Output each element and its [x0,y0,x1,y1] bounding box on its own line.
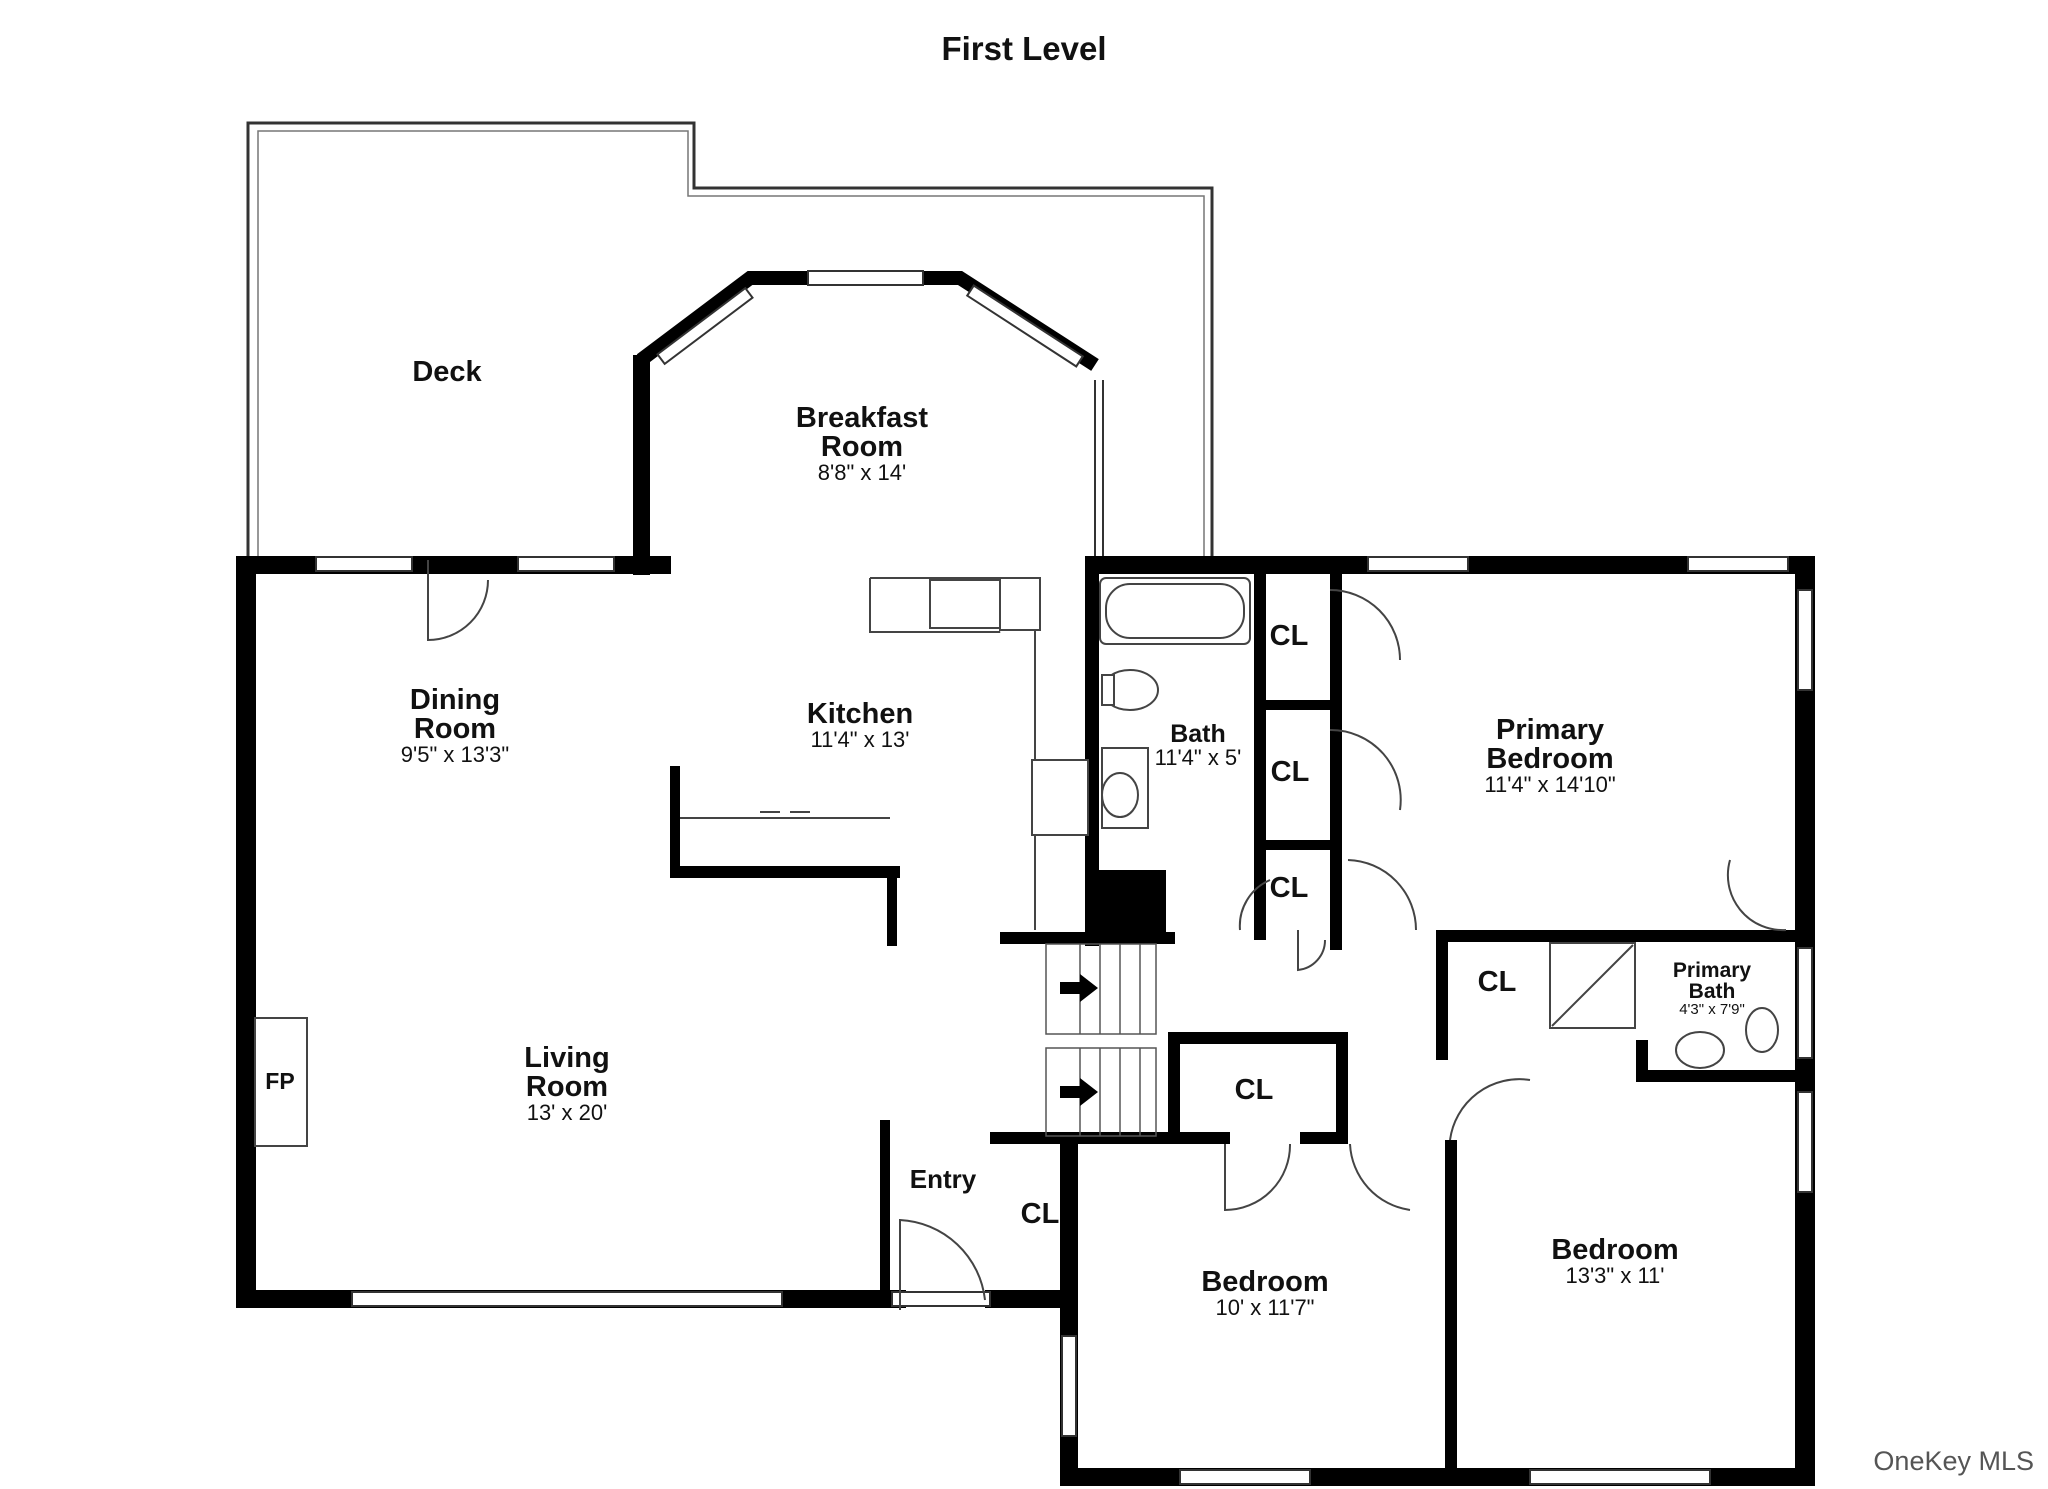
closet-label-5: CL [1234,1074,1274,1106]
bedroom-1-label: Bedroom 10' x 11'7" [1201,1266,1329,1320]
floor-title: First Level [941,30,1107,67]
primary-bath-label: Primary Bath 4'3" x 7'9" [1672,959,1752,1018]
interior-walls [670,556,1806,1486]
breakfast-room-label: Breakfast Room 8'8" x 14' [795,402,929,485]
fireplace-box [254,1017,308,1147]
dining-room-label: Dining Room 9'5" x 13'3" [400,684,510,767]
living-room-label: Living Room 13' x 20' [524,1042,610,1125]
stair-arrows [1060,974,1098,1106]
doors [427,560,1787,1310]
breakfast-bay-windows [656,270,1104,556]
closet-label-2: CL [1270,756,1310,788]
fireplace-label: FP [265,1068,295,1094]
deck-label: Deck [412,356,482,388]
closet-label-3: CL [1269,872,1309,904]
kitchen-counters [680,577,1089,930]
bedroom-2-label: Bedroom 13'3" x 11' [1551,1234,1679,1288]
exterior-walls [236,355,1815,1486]
kitchen-label: Kitchen 11'4" x 13' [806,698,914,752]
closet-label-6: CL [1020,1198,1060,1230]
bath-label: Bath 11'4" x 5' [1154,720,1242,770]
stairs [1045,943,1157,1137]
closet-label-1: CL [1269,620,1309,652]
bath-fixtures [1099,577,1779,1069]
entry-label: Entry [909,1164,977,1194]
watermark-text: OneKey MLS [1873,1446,2034,1476]
closet-label-4: CL [1477,966,1517,998]
windows [315,556,1813,1485]
deck-outline [246,121,1214,560]
primary-bedroom-label: Primary Bedroom 11'4" x 14'10" [1484,714,1616,797]
